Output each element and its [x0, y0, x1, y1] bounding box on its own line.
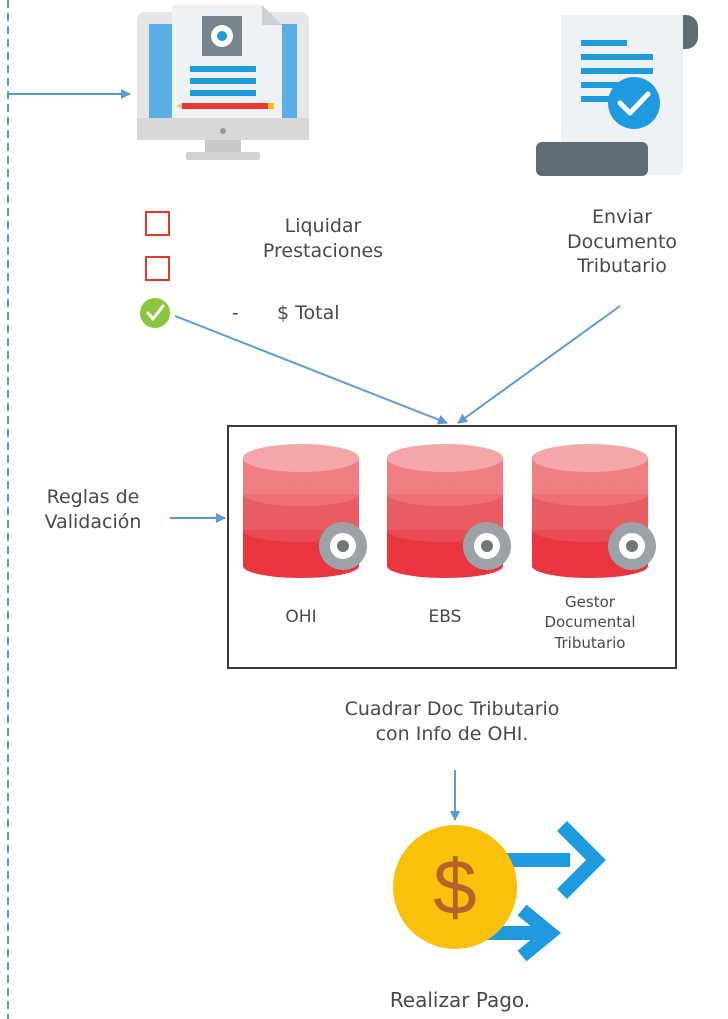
enviar-line-3: Tributario	[577, 255, 667, 278]
db-label-gestor-line-1: Gestor	[565, 593, 615, 611]
arrow-from-liquidar	[174, 315, 448, 425]
dash-label: -	[232, 302, 239, 324]
reglas-line-2: Validación	[44, 510, 142, 533]
check-circle-icon	[140, 298, 170, 328]
db-label-gestor-line-3: Tributario	[554, 633, 626, 652]
enviar-line-2: Documento	[566, 230, 678, 253]
liquidar-line-2: Prestaciones	[262, 239, 384, 262]
reglas-line-1: Reglas de	[46, 486, 140, 508]
cuadrar-line-1: Cuadrar Doc Tributario	[344, 698, 560, 720]
db-label-gestor-line-2: Documental	[544, 613, 636, 632]
checkbox-unchecked-2	[145, 256, 170, 281]
liquidar-line-1: Liquidar	[284, 215, 362, 237]
cuadrar-label: Cuadrar Doc Tributario con Info de OHI.	[282, 697, 622, 746]
database-icon-ohi	[243, 444, 367, 578]
tax-document-icon	[536, 15, 698, 176]
cuadrar-line-2: con Info de OHI.	[375, 722, 529, 745]
pago-label: Realizar Pago.	[389, 988, 531, 1012]
db-label-ohi: OHI	[285, 607, 317, 627]
payment-icon	[393, 821, 606, 962]
arrow-from-enviar	[457, 305, 621, 424]
enviar-line-1: Enviar	[591, 206, 653, 228]
db-label-ebs: EBS	[428, 607, 462, 627]
reglas-label: Reglas de Validación	[18, 485, 168, 534]
database-icon-gestor	[532, 444, 656, 578]
database-icon-ebs	[387, 444, 511, 578]
enviar-label: Enviar Documento Tributario	[552, 205, 692, 279]
total-label: $ Total	[277, 302, 340, 324]
dollar-symbol: $	[433, 843, 476, 931]
liquidar-label: Liquidar Prestaciones	[258, 214, 388, 263]
computer-icon	[137, 5, 309, 160]
db-label-gestor: Gestor Documental Tributario	[520, 592, 660, 653]
checkbox-unchecked-1	[145, 211, 170, 236]
